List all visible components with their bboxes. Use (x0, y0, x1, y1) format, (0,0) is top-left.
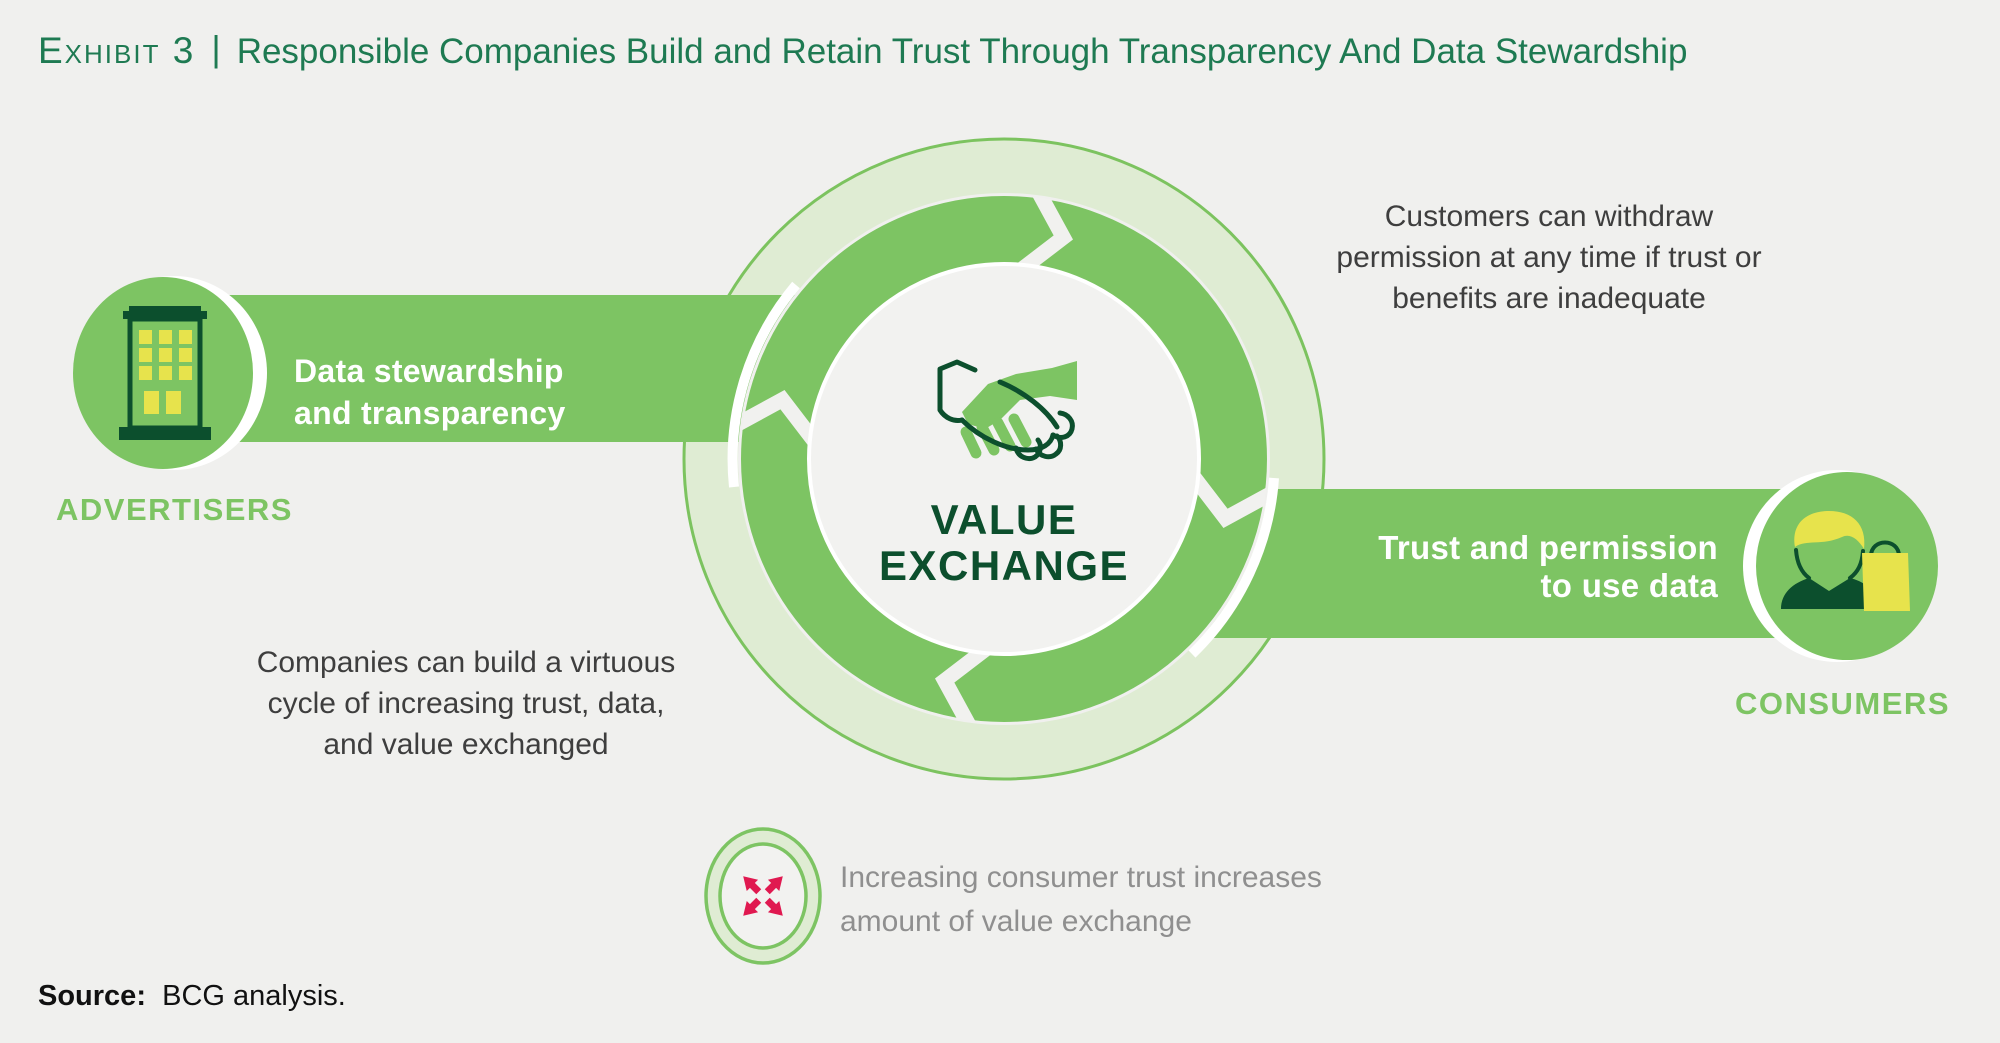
building-icon (119, 306, 211, 440)
handshake-icon (937, 359, 1077, 462)
advertisers-label: ADVERTISERS (56, 492, 293, 527)
source-text (154, 980, 162, 1012)
exhibit-number: Exhibit 3 (38, 30, 196, 71)
title-separator: | (211, 28, 221, 69)
consumer-circle (1756, 472, 1938, 660)
banner-data-stewardship-label: Data stewardship and transparency (294, 353, 566, 431)
arrow-ring-gaps (740, 195, 1268, 723)
source-line: Source: BCG analysis. (38, 980, 346, 1012)
page-title: Responsible Companies Build and Retain T… (236, 32, 1688, 71)
exhibit-title: Exhibit 3 | Responsible Companies Build … (38, 28, 1688, 72)
consumers-node (1743, 470, 1938, 662)
banner-trust-permission-label: Trust and permission to use data (1378, 529, 1718, 604)
annotation-virtuous-cycle: Companies can build a virtuous cycle of … (256, 646, 676, 761)
chevron-gap-left (740, 389, 823, 449)
banner-separator-left (727, 281, 800, 488)
chevron-gap-right (1185, 469, 1268, 529)
banner-separator-right (1188, 477, 1279, 658)
consumers-label: CONSUMERS (1734, 686, 1950, 721)
legend-caption: Increasing consumer trust increases amou… (840, 861, 1322, 938)
banner-trust-permission (1210, 489, 1848, 638)
chevron-gap-top (1014, 195, 1073, 278)
advertisers-node (73, 276, 267, 470)
expanding-arrows-icon (704, 827, 822, 965)
arrow-ring (741, 196, 1267, 722)
value-exchange-label: VALUE EXCHANGE (878, 496, 1130, 589)
center-hub (807, 262, 1201, 656)
legend-arrows (743, 876, 783, 916)
source-label: Source: (38, 980, 146, 1012)
annotation-customers-withdraw: Customers can withdraw permission at any… (1336, 200, 1762, 315)
chevron-gap-bottom (935, 640, 994, 723)
shopper-icon (1781, 511, 1910, 611)
